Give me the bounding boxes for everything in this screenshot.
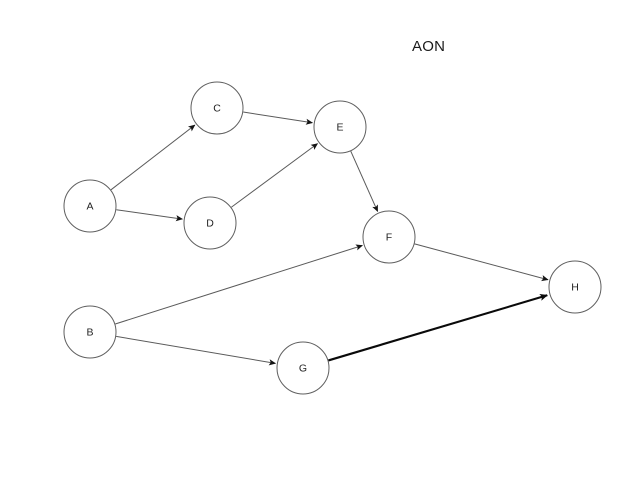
edge-a-to-d (116, 209, 183, 222)
node-b[interactable]: B (63, 305, 117, 359)
node-g[interactable]: G (276, 341, 330, 395)
edges-group (110, 111, 549, 366)
node-label-g: G (299, 362, 307, 374)
edge-d-to-e (231, 143, 319, 208)
node-h[interactable]: H (548, 260, 602, 314)
edge-g-to-h (328, 293, 548, 362)
node-circle-a[interactable] (63, 179, 117, 233)
edge-f-to-h (414, 243, 549, 282)
node-f[interactable]: F (362, 210, 416, 264)
node-label-a: A (86, 200, 93, 212)
node-label-b: B (86, 326, 93, 338)
node-c[interactable]: C (190, 81, 244, 135)
node-circle-c[interactable] (190, 81, 244, 135)
node-label-c: C (213, 102, 221, 114)
node-e[interactable]: E (313, 100, 367, 154)
node-label-f: F (386, 231, 392, 243)
diagram-title: AON (412, 38, 446, 55)
node-d[interactable]: D (183, 196, 237, 250)
node-label-h: H (571, 281, 579, 293)
edge-a-to-c (110, 124, 196, 191)
node-circle-b[interactable] (63, 305, 117, 359)
node-circle-d[interactable] (183, 196, 237, 250)
edge-e-to-f (350, 151, 379, 213)
node-circle-g[interactable] (276, 341, 330, 395)
node-a[interactable]: A (63, 179, 117, 233)
node-label-e: E (336, 121, 343, 133)
node-circle-e[interactable] (313, 100, 367, 154)
node-circle-h[interactable] (548, 260, 602, 314)
edge-c-to-e (243, 111, 314, 125)
edge-b-to-g (116, 335, 277, 366)
node-circle-f[interactable] (362, 210, 416, 264)
nodes-group: A B C D E F G H (63, 81, 602, 395)
node-label-d: D (206, 217, 214, 229)
edge-b-to-f (115, 244, 363, 325)
